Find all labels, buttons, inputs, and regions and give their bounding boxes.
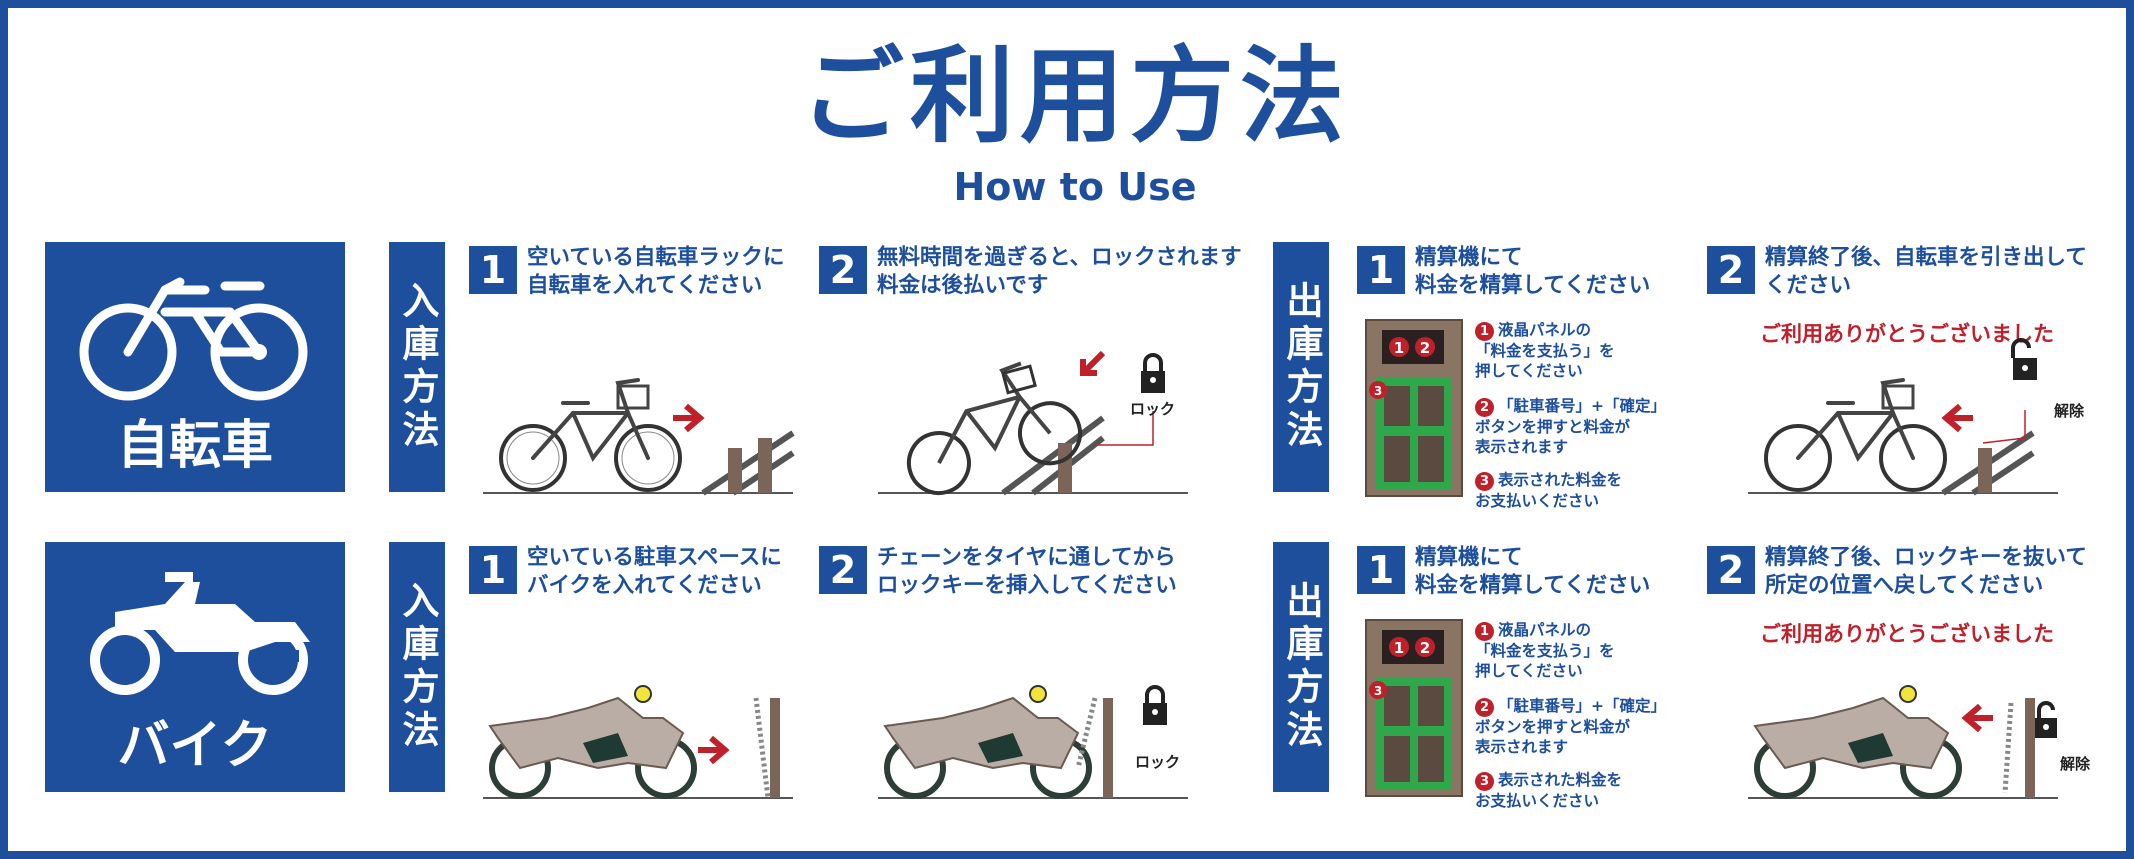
category-motorbike: バイク	[45, 542, 345, 792]
machine-note-2: 2「駐車番号」+「確定」 ボタンを押すと料金が 表示されます	[1475, 397, 1666, 456]
bicycle-exit-illustration	[1748, 338, 2058, 496]
unlock-label: 解除	[2060, 755, 2091, 773]
machine-note-2: 2「駐車番号」+「確定」 ボタンを押すと料金が 表示されます	[1475, 697, 1666, 756]
category-bicycle: 自転車	[45, 242, 345, 492]
step-number: 1	[1357, 546, 1405, 594]
step-text: 空いている自転車ラックに 自転車を入れてください	[527, 245, 785, 298]
machine-number-1: 1	[1394, 639, 1404, 657]
machine-number-3: 3	[1374, 384, 1382, 398]
machine-number-2: 2	[1420, 639, 1430, 657]
thanks-message: ご利用ありがとうございました	[1760, 622, 2054, 646]
step-text: 空いている駐車スペースに バイクを入れてください	[527, 545, 782, 598]
machine-number-1: 1	[1394, 339, 1404, 357]
motorcycle-icon	[90, 572, 310, 695]
entry-heading-motorbike: 入庫方法	[389, 542, 445, 792]
lock-label: ロック	[1130, 400, 1176, 418]
category-label: 自転車	[116, 416, 273, 476]
step-number: 2	[1707, 546, 1755, 594]
step-number: 1	[469, 546, 517, 594]
step-number: 1	[469, 246, 517, 294]
lock-icon	[1141, 353, 1165, 393]
step-number: 1	[1357, 246, 1405, 294]
bicycle-locked-illustration	[878, 350, 1188, 496]
step-text: 精算機にて 料金を精算してください	[1415, 245, 1651, 298]
bicycle-into-rack-illustration	[483, 378, 795, 496]
step-text: 精算終了後、ロックキーを抜いて 所定の位置へ戻してください	[1765, 545, 2087, 598]
unlock-label: 解除	[2054, 402, 2085, 420]
step-text: 精算終了後、自転車を引き出して ください	[1765, 245, 2087, 298]
page-subtitle: How to Use	[953, 165, 1197, 209]
step-number: 2	[819, 246, 867, 294]
category-label: バイク	[117, 716, 273, 776]
motorbike-into-space-illustration	[483, 685, 793, 799]
bicycle-icon	[79, 277, 308, 401]
unlock-icon	[2011, 338, 2037, 380]
step-number: 2	[819, 546, 867, 594]
lock-label: ロック	[1135, 753, 1181, 771]
thanks-message: ご利用ありがとうございました	[1760, 322, 2054, 346]
entry-heading-bicycle: 入庫方法	[389, 242, 445, 492]
step-text: チェーンをタイヤに通してから ロックキーを挿入してください	[877, 545, 1177, 598]
payment-machine-illustration: 1 2 3	[1365, 619, 1463, 797]
exit-heading-bicycle: 出庫方法	[1273, 242, 1329, 492]
lock-icon	[1143, 685, 1167, 725]
step-text: 無料時間を過ぎると、ロックされます 料金は後払いです	[877, 245, 1242, 298]
payment-machine-illustration: 1 2 3	[1365, 319, 1463, 497]
exit-heading-motorbike: 出庫方法	[1273, 542, 1329, 792]
machine-number-3: 3	[1374, 684, 1382, 698]
unlock-icon	[2035, 701, 2057, 738]
step-text: 精算機にて 料金を精算してください	[1415, 545, 1651, 598]
motorbike-locked-illustration	[878, 685, 1188, 799]
motorbike-exit-illustration	[1748, 685, 2058, 799]
step-number: 2	[1707, 246, 1755, 294]
page-title: ご利用方法	[799, 35, 1350, 157]
machine-number-2: 2	[1420, 339, 1430, 357]
